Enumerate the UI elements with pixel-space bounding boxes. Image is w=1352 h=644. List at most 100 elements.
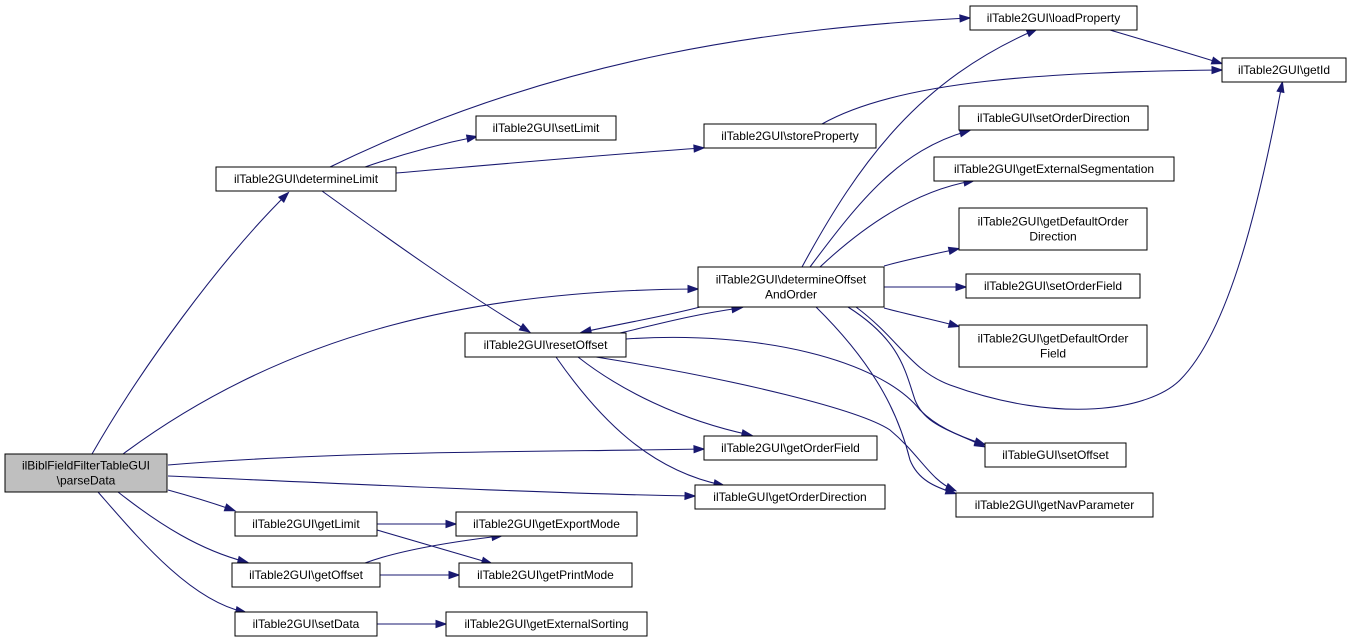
edge-line bbox=[376, 529, 491, 564]
node-label: ilTable2GUI\getPrintMode bbox=[477, 568, 614, 582]
node-setOrderField[interactable]: ilTable2GUI\setOrderField bbox=[965, 273, 1141, 299]
edge-root-to-getLimit bbox=[167, 489, 237, 512]
node-setLimit[interactable]: ilTable2GUI\setLimit bbox=[475, 115, 617, 141]
edge-line bbox=[364, 535, 501, 564]
edge-root-to-getOrderField bbox=[167, 445, 706, 466]
edge-determineOffsetAndOrder-to-getId bbox=[855, 80, 1285, 410]
node-getExternalSegmentation[interactable]: ilTable2GUI\getExternalSegmentation bbox=[933, 156, 1175, 182]
node-label: ilTable2GUI\determineLimit bbox=[234, 172, 379, 186]
node-label: ilBiblFieldFilterTableGUI bbox=[22, 459, 150, 473]
edge-root-to-determineOffsetAndOrder bbox=[122, 284, 700, 455]
edge-getLimit-to-getExportMode bbox=[377, 519, 458, 529]
edge-line bbox=[883, 307, 958, 327]
node-box bbox=[703, 435, 878, 461]
node-label: ilTable2GUI\getExternalSegmentation bbox=[954, 162, 1154, 176]
node-box bbox=[965, 273, 1141, 299]
edge-line bbox=[855, 83, 1283, 410]
edge-arrowhead bbox=[448, 570, 461, 580]
node-box bbox=[1221, 57, 1347, 83]
node-getOrderDirection[interactable]: ilTableGUI\getOrderDirection bbox=[694, 484, 886, 510]
edge-line bbox=[122, 288, 697, 455]
node-getExportMode[interactable]: ilTable2GUI\getExportMode bbox=[455, 511, 638, 537]
node-box bbox=[703, 123, 877, 149]
edge-setData-to-getExternalSorting bbox=[376, 619, 448, 629]
edge-getLimit-to-getPrintMode bbox=[376, 529, 494, 565]
node-label: ilTable2GUI\getExternalSorting bbox=[464, 617, 628, 631]
node-getNavParameter[interactable]: ilTable2GUI\getNavParameter bbox=[955, 492, 1154, 518]
node-box bbox=[958, 324, 1148, 368]
edge-arrowhead bbox=[947, 319, 961, 328]
edge-arrowhead bbox=[518, 323, 531, 333]
edge-line bbox=[167, 448, 703, 466]
node-setOrderDirection[interactable]: ilTableGUI\setOrderDirection bbox=[958, 105, 1149, 131]
node-label: ilTable2GUI\determineOffset bbox=[716, 273, 867, 287]
node-label: ilTable2GUI\getExportMode bbox=[473, 517, 620, 531]
node-label: ilTable2GUI\getOrderField bbox=[721, 441, 860, 455]
node-label: ilTable2GUI\getOffset bbox=[249, 568, 364, 582]
node-label: ilTable2GUI\getDefaultOrder bbox=[978, 332, 1129, 346]
node-getId[interactable]: ilTable2GUI\getId bbox=[1221, 57, 1347, 83]
edge-line bbox=[582, 306, 701, 333]
edge-line bbox=[619, 307, 741, 334]
node-storeProperty[interactable]: ilTable2GUI\storeProperty bbox=[703, 123, 877, 149]
node-resetOffset[interactable]: ilTable2GUI\resetOffset bbox=[464, 332, 627, 358]
node-box bbox=[458, 562, 633, 588]
node-getExternalSorting[interactable]: ilTable2GUI\getExternalSorting bbox=[445, 611, 648, 637]
edge-getOffset-to-getExportMode bbox=[364, 532, 504, 564]
node-label: ilTable2GUI\getId bbox=[1238, 63, 1330, 77]
node-label: ilTable2GUI\getDefaultOrder bbox=[978, 215, 1129, 229]
node-box bbox=[464, 332, 627, 358]
node-label: ilTable2GUI\setData bbox=[253, 617, 360, 631]
edge-line bbox=[815, 306, 955, 494]
node-box bbox=[958, 105, 1149, 131]
node-label: AndOrder bbox=[765, 288, 817, 302]
edge-line bbox=[1109, 29, 1221, 64]
edge-determineLimit-to-setLimit bbox=[364, 134, 479, 168]
node-box bbox=[969, 5, 1138, 31]
edge-arrowhead bbox=[959, 14, 972, 23]
edge-getOffset-to-getPrintMode bbox=[380, 570, 461, 580]
edge-root-to-determineLimit bbox=[91, 191, 290, 455]
node-getPrintMode[interactable]: ilTable2GUI\getPrintMode bbox=[458, 562, 633, 588]
node-box bbox=[231, 562, 381, 588]
node-determineLimit[interactable]: ilTable2GUI\determineLimit bbox=[215, 166, 397, 192]
node-getLimit[interactable]: ilTable2GUI\getLimit bbox=[234, 511, 378, 537]
node-box bbox=[958, 207, 1148, 251]
node-getOffset[interactable]: ilTable2GUI\getOffset bbox=[231, 562, 381, 588]
edge-arrowhead bbox=[435, 619, 448, 629]
edge-line bbox=[97, 491, 245, 613]
node-label: ilTableGUI\setOffset bbox=[1002, 448, 1109, 462]
edge-arrowhead bbox=[684, 491, 697, 501]
edge-line bbox=[821, 69, 1221, 125]
edge-arrowhead bbox=[277, 191, 290, 203]
node-box bbox=[445, 611, 648, 637]
node-loadProperty[interactable]: ilTable2GUI\loadProperty bbox=[969, 5, 1138, 31]
edge-loadProperty-to-getId bbox=[1109, 29, 1224, 65]
edge-line bbox=[595, 356, 955, 491]
node-label: ilTable2GUI\setOrderField bbox=[984, 279, 1122, 293]
edge-arrowhead bbox=[947, 246, 961, 255]
node-label: \parseData bbox=[57, 474, 116, 488]
edge-arrowhead bbox=[236, 555, 250, 564]
edge-determineLimit-to-resetOffset bbox=[321, 190, 531, 333]
node-setData[interactable]: ilTable2GUI\setData bbox=[234, 611, 378, 637]
node-setOffset[interactable]: ilTableGUI\setOffset bbox=[984, 442, 1127, 468]
node-label: Direction bbox=[1029, 230, 1076, 244]
edge-line bbox=[555, 356, 723, 486]
edge-line bbox=[883, 248, 958, 267]
node-root[interactable]: ilBiblFieldFilterTableGUI\parseData bbox=[4, 453, 168, 493]
node-getOrderField[interactable]: ilTable2GUI\getOrderField bbox=[703, 435, 878, 461]
node-label: Field bbox=[1040, 347, 1066, 361]
node-box bbox=[955, 492, 1154, 518]
edge-determineLimit-to-loadProperty bbox=[329, 14, 972, 168]
edge-determineLimit-to-storeProperty bbox=[395, 144, 706, 174]
edge-determineOffsetAndOrder-to-resetOffset bbox=[579, 306, 701, 335]
node-box bbox=[455, 511, 638, 537]
node-label: ilTable2GUI\getLimit bbox=[252, 517, 360, 531]
edge-arrowhead bbox=[1211, 65, 1224, 75]
edge-root-to-getOffset bbox=[117, 491, 250, 564]
